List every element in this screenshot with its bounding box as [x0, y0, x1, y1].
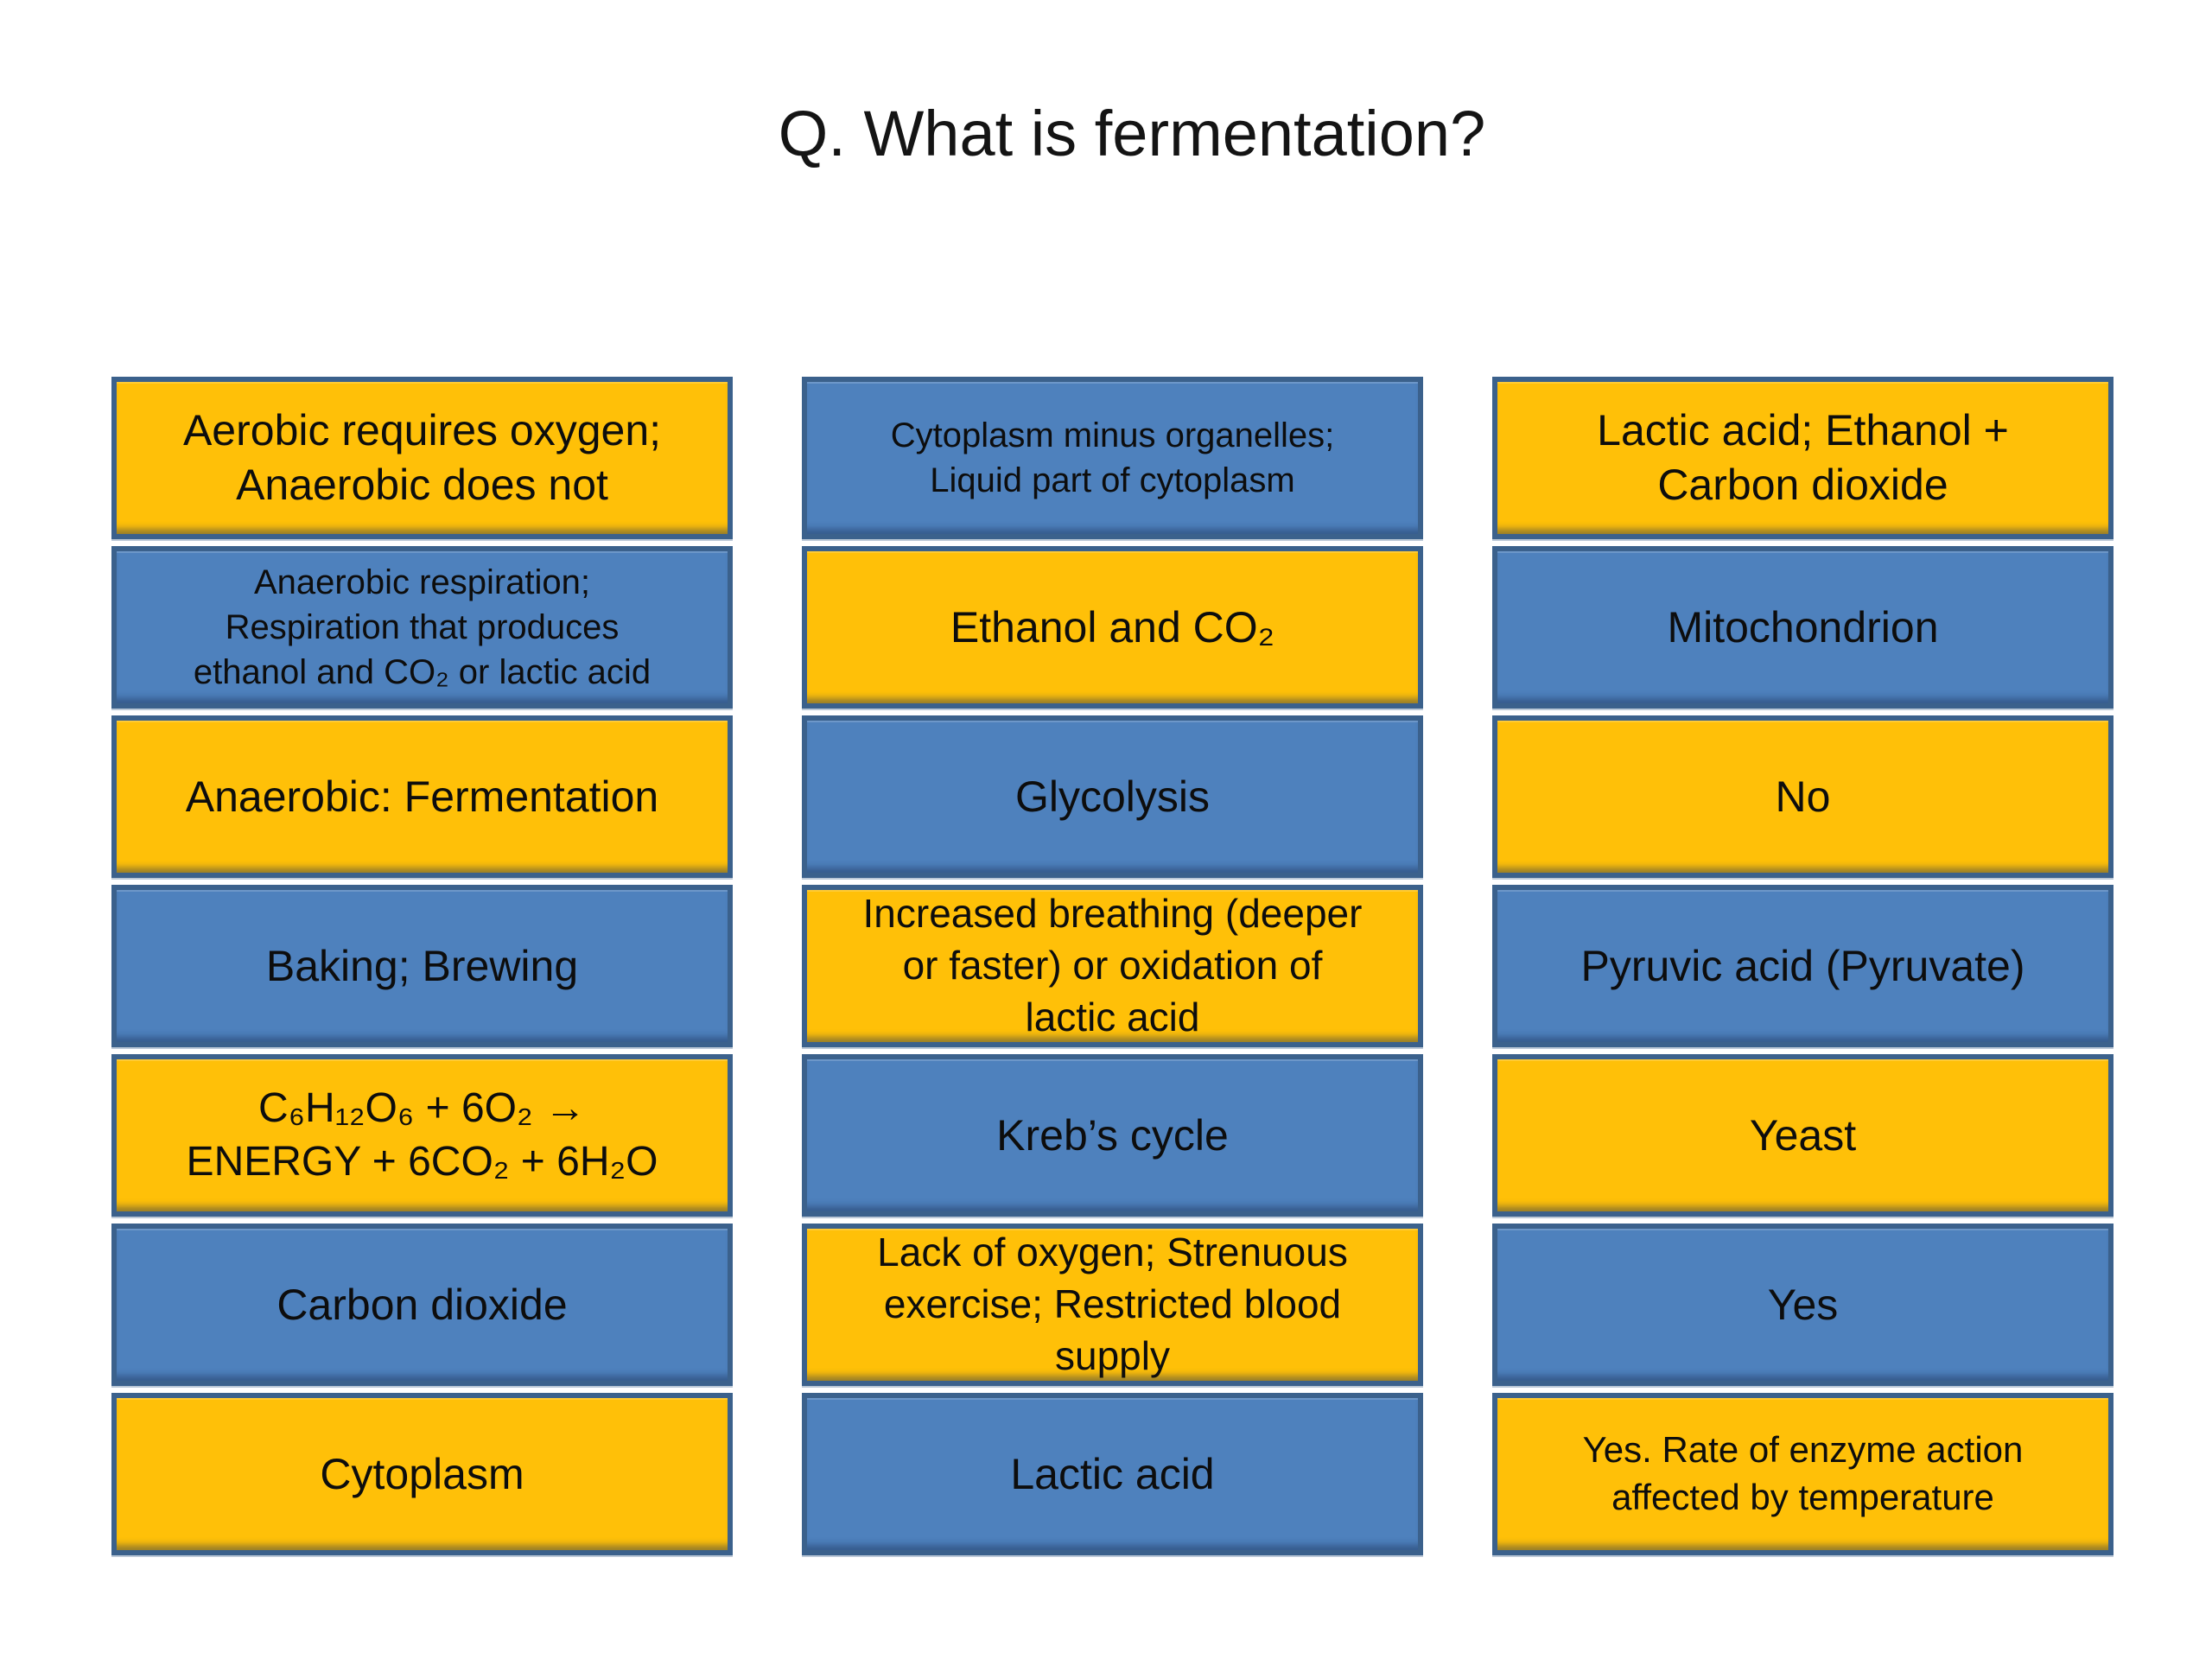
- answer-card: Kreb’s cycle: [802, 1054, 1423, 1217]
- answer-card: Aerobic requires oxygen; Anaerobic does …: [111, 377, 733, 539]
- answer-card: C₆H₁₂O₆ + 6O₂ → ENERGY + 6CO₂ + 6H₂O: [111, 1054, 733, 1217]
- answer-card: Pyruvic acid (Pyruvate): [1492, 885, 2113, 1047]
- answer-card: Anaerobic: Fermentation: [111, 715, 733, 878]
- answer-grid: Aerobic requires oxygen; Anaerobic does …: [111, 377, 2113, 1555]
- answer-card: No: [1492, 715, 2113, 878]
- answer-card: Lactic acid; Ethanol + Carbon dioxide: [1492, 377, 2113, 539]
- answer-card: Carbon dioxide: [111, 1224, 733, 1386]
- answer-card: Ethanol and CO₂: [802, 546, 1423, 709]
- answer-card: Glycolysis: [802, 715, 1423, 878]
- answer-card: Yes. Rate of enzyme action affected by t…: [1492, 1393, 2113, 1555]
- answer-card: Increased breathing (deeper or faster) o…: [802, 885, 1423, 1047]
- answer-card: Lack of oxygen; Strenuous exercise; Rest…: [802, 1224, 1423, 1386]
- answer-card: Baking; Brewing: [111, 885, 733, 1047]
- answer-card: Yeast: [1492, 1054, 2113, 1217]
- answer-card: Anaerobic respiration; Respiration that …: [111, 546, 733, 709]
- page-title: Q. What is fermentation?: [778, 98, 1486, 169]
- answer-card: Cytoplasm: [111, 1393, 733, 1555]
- answer-card: Mitochondrion: [1492, 546, 2113, 709]
- answer-card: Yes: [1492, 1224, 2113, 1386]
- answer-card: Lactic acid: [802, 1393, 1423, 1555]
- answer-card: Cytoplasm minus organelles; Liquid part …: [802, 377, 1423, 539]
